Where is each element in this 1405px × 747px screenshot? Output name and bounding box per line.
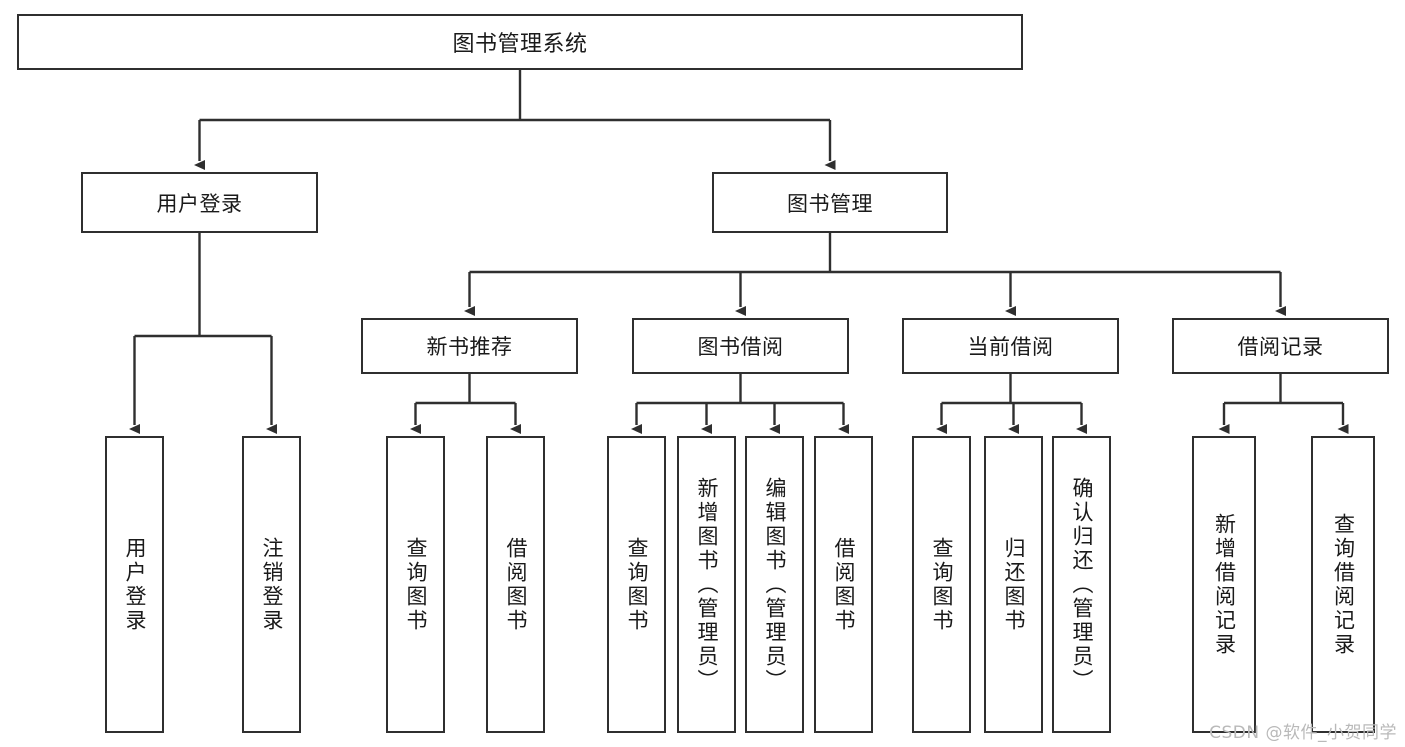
leaf-node-leaf-borrow-book-1-label: 借阅图书 [504, 536, 528, 633]
leaf-node-leaf-query-book-3[interactable]: 查询图书 [912, 436, 971, 733]
leaf-node-leaf-add-book[interactable]: 新增图书（管理员） [677, 436, 736, 733]
level3-node-new-book-rec-label: 新书推荐 [426, 335, 513, 359]
root-node-root[interactable]: 图书管理系统 [17, 14, 1023, 70]
level3-node-new-book-rec[interactable]: 新书推荐 [361, 318, 578, 374]
leaf-node-leaf-logout-label: 注销登录 [260, 536, 284, 633]
level3-node-book-borrow-label: 图书借阅 [697, 335, 784, 359]
leaf-node-leaf-borrow-book-2[interactable]: 借阅图书 [814, 436, 873, 733]
leaf-node-leaf-query-record[interactable]: 查询借阅记录 [1311, 436, 1375, 733]
leaf-node-leaf-query-book-2-label: 查询图书 [625, 536, 649, 633]
leaf-node-leaf-query-record-label: 查询借阅记录 [1331, 512, 1356, 657]
level3-node-borrow-record[interactable]: 借阅记录 [1172, 318, 1389, 374]
watermark-label: CSDN @软件_小贺同学 [1209, 723, 1397, 743]
leaf-node-leaf-user-login-label: 用户登录 [123, 536, 147, 633]
leaf-node-leaf-user-login[interactable]: 用户登录 [105, 436, 164, 733]
level3-node-book-borrow[interactable]: 图书借阅 [632, 318, 849, 374]
leaf-node-leaf-confirm-return-label: 确认归还（管理员） [1070, 476, 1094, 693]
leaf-node-leaf-edit-book-label: 编辑图书（管理员） [763, 476, 787, 693]
leaf-node-leaf-add-record[interactable]: 新增借阅记录 [1192, 436, 1256, 733]
leaf-node-leaf-add-record-label: 新增借阅记录 [1212, 512, 1237, 657]
level3-node-borrow-record-label: 借阅记录 [1237, 335, 1324, 359]
leaf-node-leaf-query-book-1-label: 查询图书 [404, 536, 428, 633]
root-node-root-label: 图书管理系统 [452, 32, 588, 57]
leaf-node-leaf-borrow-book-2-label: 借阅图书 [832, 536, 856, 633]
level3-node-current-borrow[interactable]: 当前借阅 [902, 318, 1119, 374]
leaf-node-leaf-return-book[interactable]: 归还图书 [984, 436, 1043, 733]
leaf-node-leaf-edit-book[interactable]: 编辑图书（管理员） [745, 436, 804, 733]
level2-node-user-login[interactable]: 用户登录 [81, 172, 318, 233]
leaf-node-leaf-add-book-label: 新增图书（管理员） [695, 476, 719, 693]
leaf-node-leaf-query-book-3-label: 查询图书 [930, 536, 954, 633]
leaf-node-leaf-borrow-book-1[interactable]: 借阅图书 [486, 436, 545, 733]
leaf-node-leaf-query-book-2[interactable]: 查询图书 [607, 436, 666, 733]
leaf-node-leaf-return-book-label: 归还图书 [1002, 536, 1026, 633]
level2-node-book-manage-label: 图书管理 [787, 191, 873, 216]
level3-node-current-borrow-label: 当前借阅 [967, 335, 1054, 359]
level2-node-book-manage[interactable]: 图书管理 [712, 172, 948, 233]
level2-node-user-login-label: 用户登录 [156, 191, 243, 216]
leaf-node-leaf-logout[interactable]: 注销登录 [242, 436, 301, 733]
leaf-node-leaf-confirm-return[interactable]: 确认归还（管理员） [1052, 436, 1111, 733]
leaf-node-leaf-query-book-1[interactable]: 查询图书 [386, 436, 445, 733]
